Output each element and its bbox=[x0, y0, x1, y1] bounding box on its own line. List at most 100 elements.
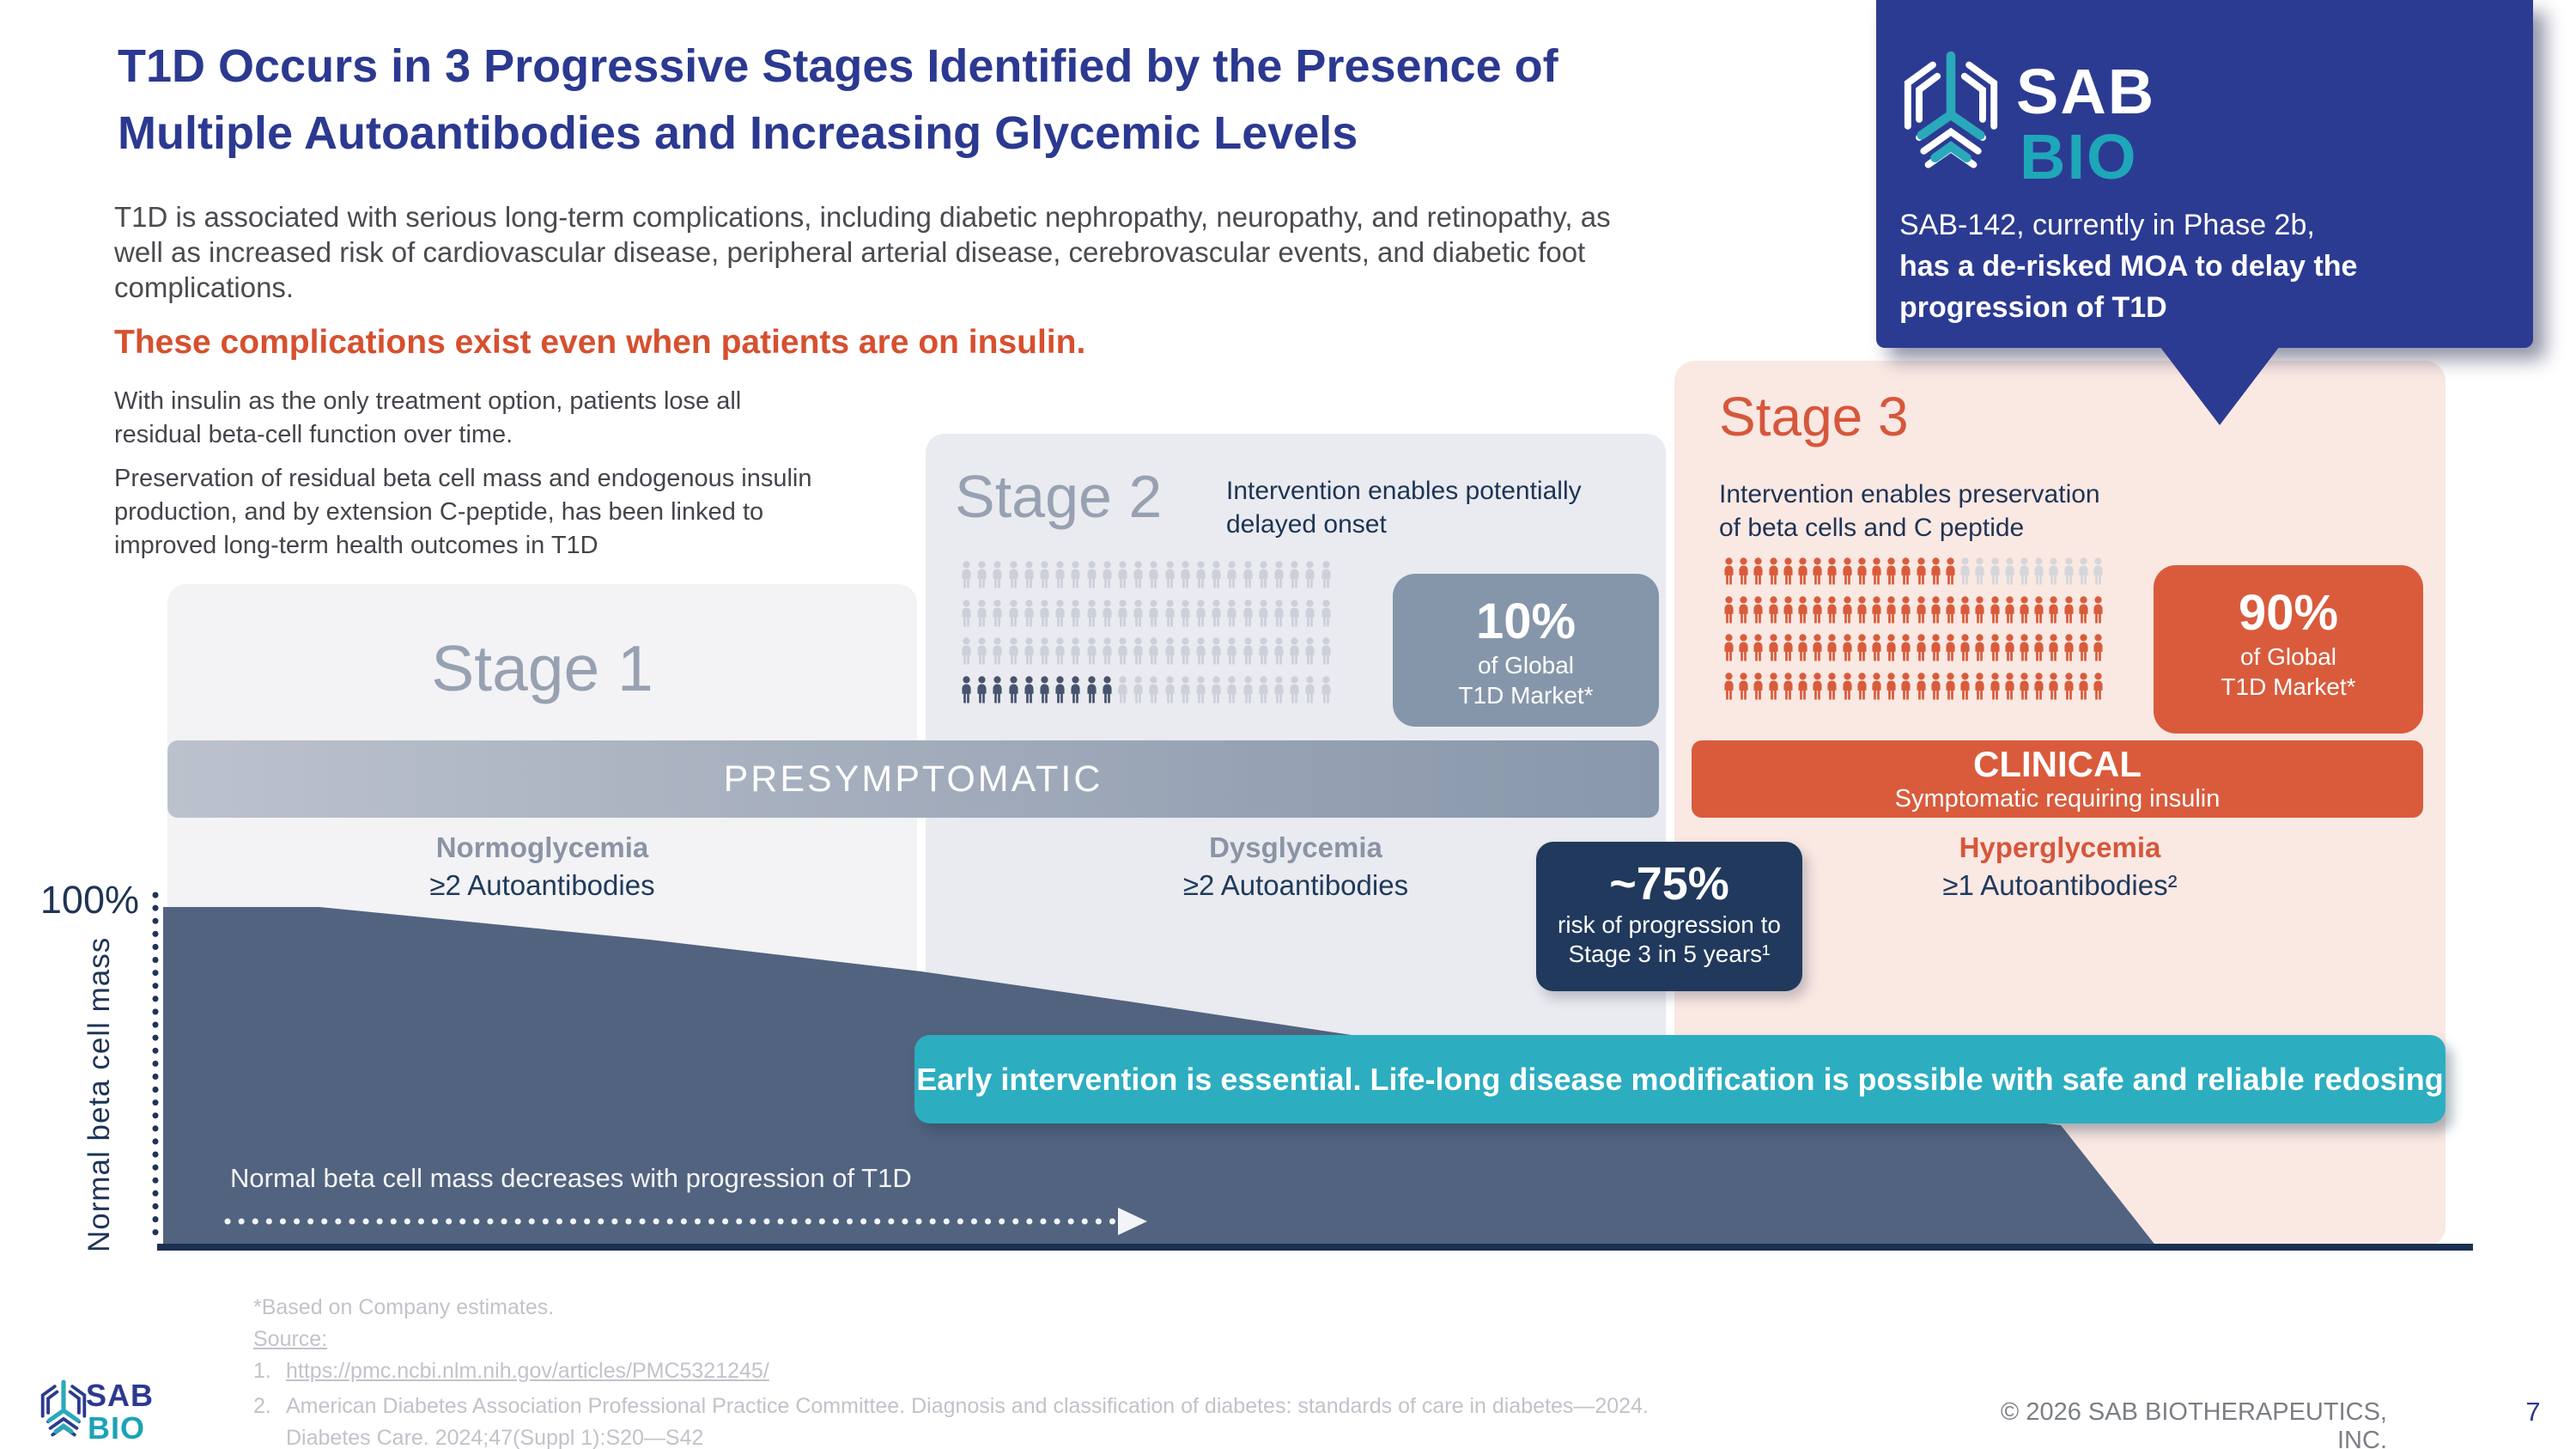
person-icon bbox=[1290, 599, 1299, 626]
person-icon bbox=[1087, 675, 1097, 703]
person-icon bbox=[1724, 634, 1734, 661]
stage3-desc-line: Intervention enables preservation bbox=[1719, 480, 2100, 508]
y-axis-100-label: 100% bbox=[39, 878, 139, 922]
person-icon bbox=[977, 561, 987, 588]
person-icon bbox=[2093, 672, 2103, 699]
stage2-title: Stage 2 bbox=[955, 463, 1163, 530]
person-icon bbox=[1783, 634, 1793, 661]
stage3-desc-line: of beta cells and C peptide bbox=[1719, 514, 2025, 542]
person-icon bbox=[1259, 675, 1268, 703]
callout-line3: progression of T1D bbox=[1899, 291, 2167, 324]
person-icon bbox=[1931, 595, 1941, 623]
person-icon bbox=[1813, 595, 1822, 623]
person-icon bbox=[993, 675, 1002, 703]
person-icon bbox=[1769, 634, 1778, 661]
stage3-market-box: 90% of Global T1D Market* bbox=[2154, 565, 2423, 734]
person-icon bbox=[2034, 595, 2044, 623]
ref1-link[interactable]: https://pmc.ncbi.nlm.nih.gov/articles/PM… bbox=[286, 1359, 769, 1383]
person-icon bbox=[2005, 557, 2014, 585]
person-icon bbox=[1917, 634, 1926, 661]
presymptomatic-band: PRESYMPTOMATIC bbox=[167, 740, 1659, 818]
footer-logo-icon bbox=[40, 1379, 87, 1437]
preservation-line: Preservation of residual beta cell mass … bbox=[114, 465, 812, 492]
person-icon bbox=[1872, 634, 1881, 661]
person-icon bbox=[2020, 557, 2029, 585]
intro-line: complications. bbox=[114, 271, 295, 303]
person-icon bbox=[1946, 595, 1955, 623]
person-icon bbox=[1990, 595, 2000, 623]
person-icon bbox=[1243, 637, 1253, 665]
person-icon bbox=[1087, 637, 1097, 665]
stage2-market-sub1: of Global bbox=[1477, 652, 1575, 679]
person-icon bbox=[2079, 672, 2088, 699]
person-icon bbox=[2079, 595, 2088, 623]
person-icon bbox=[1990, 557, 2000, 585]
page-number: 7 bbox=[2525, 1397, 2541, 1427]
complications-highlight: These complications exist even when pati… bbox=[114, 324, 1086, 361]
intro-paragraph: T1D is associated with serious long-term… bbox=[114, 199, 1900, 305]
risk-pct: ~75% bbox=[1609, 858, 1729, 910]
risk-line1: risk of progression to bbox=[1558, 911, 1781, 938]
person-icon bbox=[2049, 557, 2058, 585]
person-icon bbox=[1321, 561, 1331, 588]
footnote-source-label: Source: bbox=[253, 1327, 328, 1351]
person-icon bbox=[1798, 634, 1807, 661]
person-icon bbox=[1990, 672, 2000, 699]
person-icon bbox=[1813, 557, 1822, 585]
person-icon bbox=[1917, 557, 1926, 585]
person-icon bbox=[2005, 634, 2014, 661]
person-icon bbox=[1024, 637, 1034, 665]
person-icon bbox=[1243, 561, 1253, 588]
person-icon bbox=[1196, 599, 1206, 626]
person-icon bbox=[1917, 595, 1926, 623]
person-icon bbox=[1040, 561, 1049, 588]
footnote-ref1: 1.https://pmc.ncbi.nlm.nih.gov/articles/… bbox=[253, 1359, 769, 1384]
person-icon bbox=[2020, 672, 2029, 699]
sab-bio-logo-icon bbox=[1904, 51, 1998, 168]
person-icon bbox=[1009, 675, 1018, 703]
person-icon bbox=[1259, 599, 1268, 626]
person-icon bbox=[1886, 672, 1896, 699]
person-icon bbox=[1798, 557, 1807, 585]
person-icon bbox=[1227, 675, 1236, 703]
early-intervention-banner: Early intervention is essential. Life-lo… bbox=[914, 1035, 2445, 1123]
person-icon bbox=[962, 675, 971, 703]
person-icon bbox=[1103, 561, 1112, 588]
person-icon bbox=[1290, 675, 1299, 703]
stage2-market-pct: 10% bbox=[1475, 594, 1577, 649]
person-icon bbox=[2079, 557, 2088, 585]
person-icon bbox=[1798, 672, 1807, 699]
y-axis-title: Normal beta cell mass bbox=[82, 936, 116, 1252]
person-icon bbox=[1212, 675, 1221, 703]
person-icon bbox=[1181, 599, 1190, 626]
person-icon bbox=[1305, 637, 1315, 665]
stage2-market-sub2: T1D Market* bbox=[1458, 682, 1594, 709]
stage3-glycemia-label: Hyperglycemia bbox=[1959, 831, 2161, 863]
person-icon bbox=[1227, 599, 1236, 626]
person-icon bbox=[1165, 561, 1175, 588]
person-icon bbox=[1024, 675, 1034, 703]
person-icon bbox=[1872, 672, 1881, 699]
person-icon bbox=[2034, 672, 2044, 699]
progression-arrowhead bbox=[1118, 1208, 1147, 1235]
person-icon bbox=[1753, 557, 1763, 585]
person-icon bbox=[1103, 637, 1112, 665]
person-icon bbox=[1133, 675, 1143, 703]
person-icon bbox=[1212, 637, 1221, 665]
person-icon bbox=[1946, 557, 1955, 585]
person-icon bbox=[1103, 675, 1112, 703]
person-icon bbox=[1724, 672, 1734, 699]
person-icon bbox=[1960, 557, 1970, 585]
person-icon bbox=[1872, 595, 1881, 623]
preservation-line: improved long-term health outcomes in T1… bbox=[114, 532, 598, 559]
stage2-antibodies-label: ≥2 Autoantibodies bbox=[1182, 869, 1409, 901]
person-icon bbox=[1133, 561, 1143, 588]
person-icon bbox=[1901, 595, 1911, 623]
person-icon bbox=[1305, 561, 1315, 588]
person-icon bbox=[1783, 557, 1793, 585]
page-title-line2: Multiple Autoantibodies and Increasing G… bbox=[118, 107, 1358, 159]
risk-progression-box: ~75% risk of progression to Stage 3 in 5… bbox=[1536, 842, 1802, 991]
person-icon bbox=[1024, 599, 1034, 626]
person-icon bbox=[1886, 595, 1896, 623]
person-icon bbox=[1724, 557, 1734, 585]
